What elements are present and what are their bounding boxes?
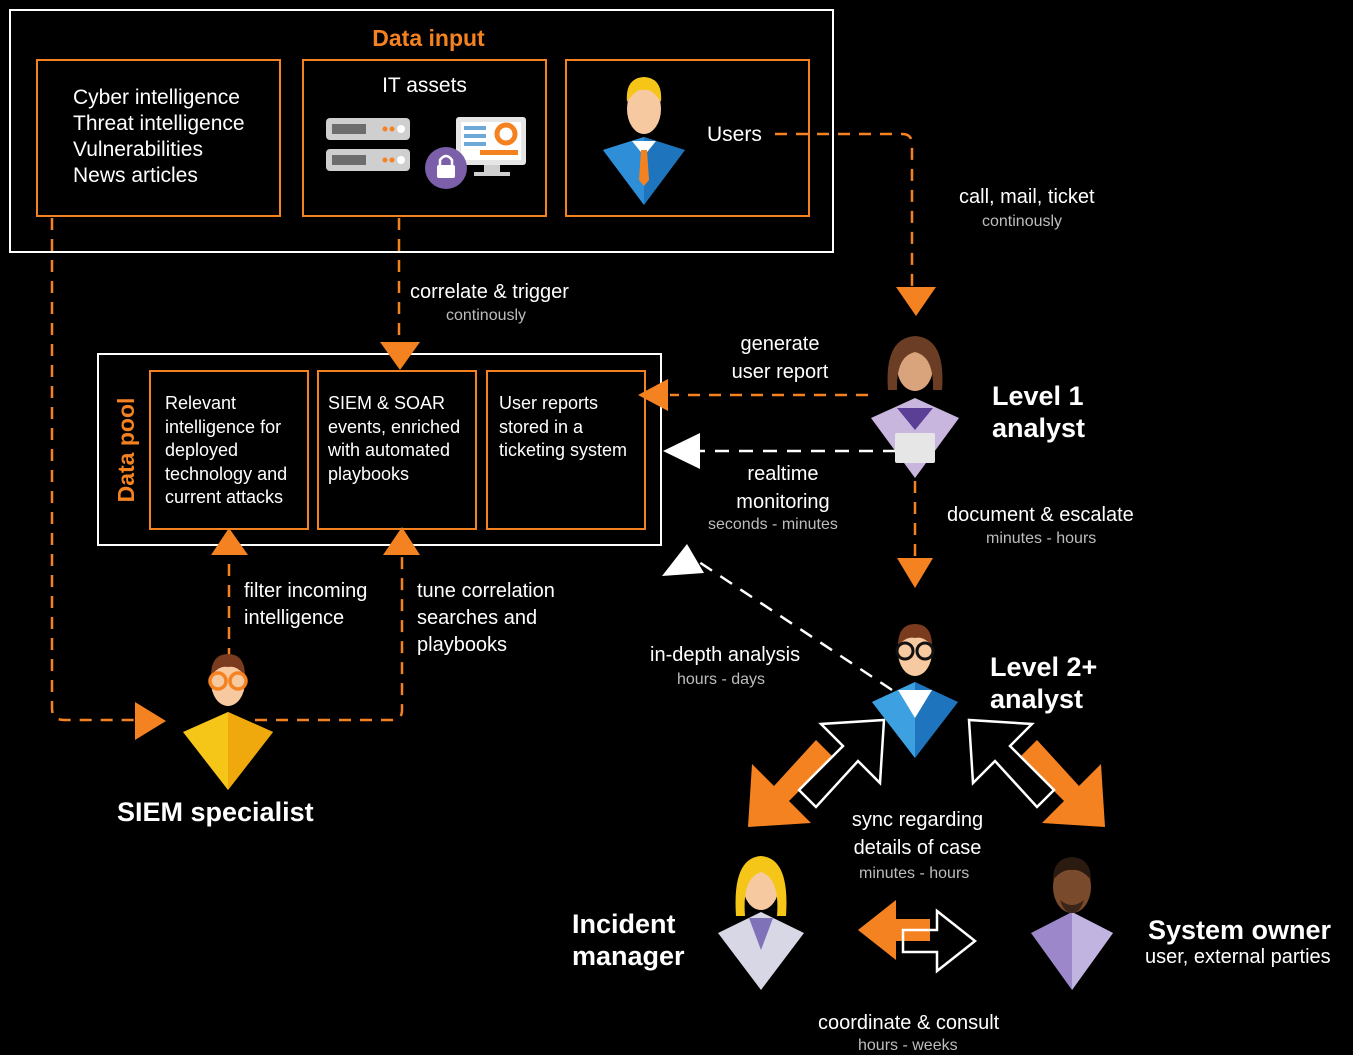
lock-icon xyxy=(425,147,467,189)
arrowhead-up-siem-cell xyxy=(383,527,420,555)
level2-analyst-avatar xyxy=(872,624,958,758)
user-avatar xyxy=(603,77,685,205)
pool-cell-siem xyxy=(317,370,477,530)
flow-document-label: document & escalate xyxy=(947,504,1134,526)
arrowhead-down-level2 xyxy=(897,558,933,588)
arrow-to-incident xyxy=(748,740,833,827)
pool-cell-intelligence-text: Relevant intelligence for deployed techn… xyxy=(165,393,288,507)
connector-indepth-analysis xyxy=(695,558,893,692)
arrowhead-down-pool xyxy=(380,342,420,370)
arrow-from-owner xyxy=(967,718,1056,809)
data-pool-title: Data pool xyxy=(113,398,139,503)
flow-call-label: call, mail, ticket xyxy=(959,186,1095,208)
flow-realtime-label: realtime monitoring xyxy=(736,463,830,513)
intel-item-news: News articles xyxy=(73,164,198,187)
role-level2: Level 2+ analyst xyxy=(990,652,1098,714)
data-input-frame xyxy=(9,9,834,253)
arrowhead-right-siem xyxy=(135,702,166,740)
it-assets-box xyxy=(302,59,547,217)
flow-indepth-label: in-depth analysis xyxy=(650,644,801,666)
intel-item-cyber: Cyber intelligence xyxy=(73,86,240,109)
arrow-coordinate-left xyxy=(858,900,930,960)
intelligence-box xyxy=(36,59,281,217)
users-box xyxy=(565,59,810,217)
arrowhead-up-intel xyxy=(211,528,248,555)
flow-call-freq: continously xyxy=(982,213,1063,230)
siem-specialist-avatar xyxy=(183,654,273,790)
connector-users-to-level1 xyxy=(775,132,914,290)
arrowhead-down-level1 xyxy=(896,287,936,316)
connector-siem-to-pool-right xyxy=(255,555,404,722)
flow-document-freq: minutes - hours xyxy=(986,530,1097,547)
pool-cell-reports-text: User reports stored in a ticketing syste… xyxy=(499,393,628,460)
role-level1: Level 1 analyst xyxy=(992,381,1086,443)
arrow-coordinate-right xyxy=(901,908,978,974)
arrow-from-incident xyxy=(797,718,886,809)
flow-sync-label: sync regarding details of case xyxy=(851,809,984,859)
intel-item-vulnerabilities: Vulnerabilities xyxy=(73,138,203,161)
pool-cell-siem-text: SIEM & SOAR events, enriched with automa… xyxy=(328,393,461,484)
flow-realtime-freq: seconds - minutes xyxy=(708,516,838,533)
users-label: Users xyxy=(707,123,762,146)
role-siem: SIEM specialist xyxy=(117,797,314,827)
arrowhead-left-realtime xyxy=(663,433,700,469)
flow-generate-label: generate user report xyxy=(731,333,829,383)
connector-intel-to-siem xyxy=(50,218,148,722)
role-owner-sub: user, external parties xyxy=(1145,946,1331,968)
flow-coordinate-freq: hours - weeks xyxy=(858,1037,958,1054)
intelligence-list: Cyber intelligence Threat intelligence V… xyxy=(73,85,245,189)
arrow-to-owner xyxy=(1020,740,1105,827)
incident-manager-avatar xyxy=(718,856,804,990)
flow-coordinate-label: coordinate & consult xyxy=(818,1012,1000,1034)
data-pool-frame xyxy=(97,353,662,546)
server-icon xyxy=(326,118,410,171)
flow-sync-freq: minutes - hours xyxy=(859,865,970,882)
pool-cell-reports xyxy=(486,370,646,530)
flow-indepth-freq: hours - days xyxy=(677,671,766,688)
flow-correlate-freq: continously xyxy=(446,307,527,324)
flow-correlate-label: correlate & trigger xyxy=(410,281,569,303)
flow-filter-label: filter incoming intelligence xyxy=(244,580,368,629)
role-owner: System owner xyxy=(1148,915,1332,945)
system-owner-avatar xyxy=(1031,857,1113,990)
arrowhead-left-reports xyxy=(638,379,668,411)
intel-item-threat: Threat intelligence xyxy=(73,112,245,135)
data-input-title: Data input xyxy=(372,25,485,51)
arrowhead-indepth xyxy=(662,544,704,576)
level1-analyst-avatar xyxy=(871,336,959,478)
flow-tune-label: tune correlation searches and playbooks xyxy=(417,580,555,656)
role-incident: Incident manager xyxy=(572,909,685,971)
it-assets-label: IT assets xyxy=(382,74,467,97)
monitor-icon xyxy=(456,117,526,176)
